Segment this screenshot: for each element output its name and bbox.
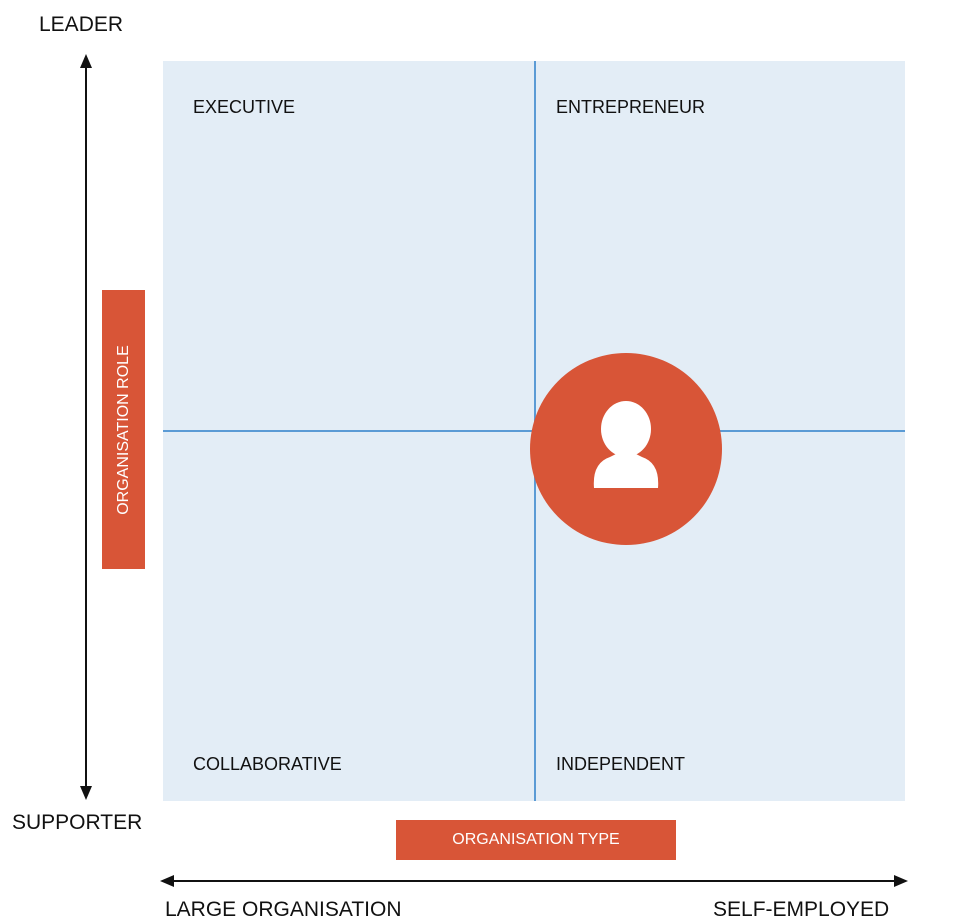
position-marker (530, 353, 722, 545)
axis-label-leader: LEADER (39, 13, 124, 36)
organisation-type-label: ORGANISATION TYPE (452, 831, 620, 848)
vertical-axis-arrowhead-up (80, 54, 92, 68)
axis-label-supporter: SUPPORTER (12, 811, 143, 834)
vertical-axis-arrowhead-down (80, 786, 92, 800)
axis-label-large-organisation: LARGE ORGANISATION (165, 898, 402, 921)
user-icon (593, 401, 659, 488)
quadrant-label-entrepreneur: ENTREPRENEUR (556, 97, 706, 117)
organisation-type-tag: ORGANISATION TYPE (396, 820, 676, 860)
axis-label-self-employed: SELF-EMPLOYED (713, 898, 890, 921)
quadrant-label-independent: INDEPENDENT (556, 754, 686, 774)
organisation-role-tag: ORGANISATION ROLE (102, 290, 145, 569)
quadrant-label-executive: EXECUTIVE (193, 97, 296, 117)
horizontal-axis-arrowhead-left (160, 875, 174, 887)
horizontal-axis-arrowhead-right (894, 875, 908, 887)
organisation-role-label: ORGANISATION ROLE (114, 344, 132, 515)
quadrant-grid: EXECUTIVE ENTREPRENEUR COLLABORATIVE IND… (163, 61, 905, 801)
quadrant-label-collaborative: COLLABORATIVE (193, 754, 342, 774)
